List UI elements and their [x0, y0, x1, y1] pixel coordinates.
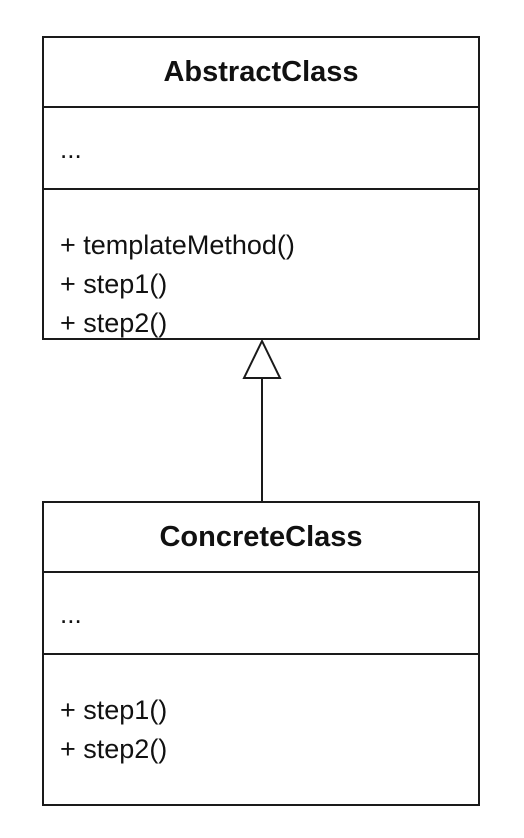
concrete-class-methods: + step1() + step2() [44, 655, 478, 769]
method-step2: + step2() [60, 308, 168, 338]
abstract-class-methods: + templateMethod() + step1() + step2() [44, 190, 478, 343]
abstract-class-name: AbstractClass [44, 38, 478, 108]
abstract-class-attributes: ... [44, 108, 478, 190]
concrete-class-box: ConcreteClass ... + step1() + step2() [42, 501, 480, 806]
abstract-class-box: AbstractClass ... + templateMethod() + s… [42, 36, 480, 340]
method-step1: + step1() [60, 695, 168, 725]
inheritance-arrowhead [242, 338, 282, 379]
concrete-class-name: ConcreteClass [44, 503, 478, 573]
method-template-method: + templateMethod() [60, 230, 295, 260]
method-step2: + step2() [60, 734, 168, 764]
concrete-class-attributes: ... [44, 573, 478, 655]
method-step1: + step1() [60, 269, 168, 299]
